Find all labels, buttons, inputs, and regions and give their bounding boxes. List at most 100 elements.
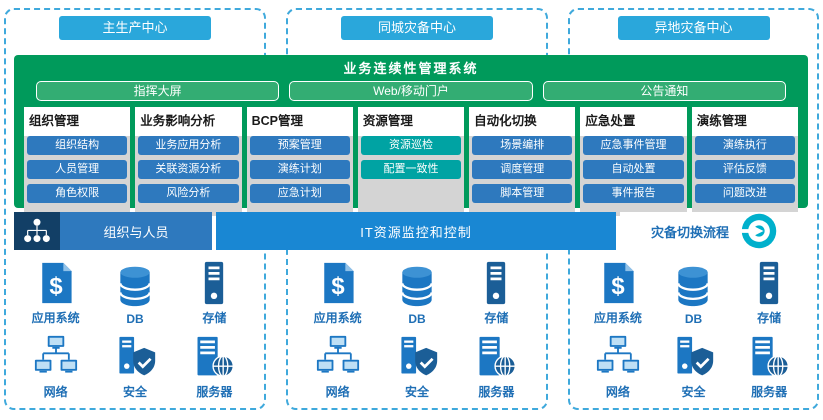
server-icon [474, 334, 518, 380]
module-title: 演练管理 [696, 114, 747, 128]
portal-web-mobile: Web/移动门户 [289, 81, 533, 101]
infra-label: 存储 [484, 310, 509, 325]
module-item: 自动处置 [583, 160, 684, 179]
module-drill-management: 演练管理 演练执行 评估反馈 问题改进 [691, 107, 798, 216]
database-icon [113, 263, 157, 309]
module-item: 调度管理 [472, 160, 573, 179]
org-people-box: 组织与人员 [14, 212, 212, 250]
module-body: 业务应用分析 关联资源分析 风险分析 [135, 136, 242, 216]
infra-label: 应用系统 [593, 310, 642, 325]
dr-switch-flow-label: 灾备切换流程 [650, 224, 729, 240]
app-system-icon [596, 260, 640, 306]
org-hierarchy-icon [23, 217, 51, 245]
module-resource-management: 资源管理 资源巡检 配置一致性 [357, 107, 465, 216]
infra-item-security: 安全 [656, 331, 732, 401]
module-item: 关联资源分析 [138, 160, 239, 179]
security-icon [113, 334, 157, 380]
module-item: 评估反馈 [694, 160, 795, 179]
infra-item-db: DB [95, 256, 174, 326]
infra-item-app-system: 应用系统 [580, 256, 656, 326]
module-item: 演练计划 [249, 160, 350, 179]
module-item: 应急计划 [249, 184, 350, 203]
security-icon [395, 334, 439, 380]
app-system-icon [316, 260, 360, 306]
database-icon [671, 263, 715, 309]
app-system-icon [34, 260, 78, 306]
module-body: 演练执行 评估反馈 问题改进 [691, 136, 798, 216]
production-center-box: 主生产中心 应用系统 DB 存储 网络 安全 [4, 8, 266, 410]
portal-command-screen: 指挥大屏 [36, 81, 280, 101]
module-body: 预案管理 演练计划 应急计划 [246, 136, 353, 216]
infra-label: 应用系统 [313, 310, 362, 325]
infra-item-security: 安全 [377, 331, 456, 401]
infra-grid: 应用系统 DB 存储 网络 安全 服务器 [580, 256, 807, 400]
bcm-system-title: 业务连续性管理系统 [343, 61, 479, 76]
security-icon [671, 334, 715, 380]
dr-switch-target-icon [741, 213, 777, 249]
module-row: 组织管理 组织结构 人员管理 角色权限 业务影响分析 业务应用分析 关联资源分析… [14, 107, 808, 216]
infra-label: 存储 [757, 310, 782, 325]
module-item: 业务应用分析 [138, 136, 239, 155]
module-item: 人员管理 [27, 160, 128, 179]
infra-item-server: 服务器 [457, 331, 536, 401]
module-item: 风险分析 [138, 184, 239, 203]
module-title: 组织管理 [29, 114, 80, 128]
infra-label: 服务器 [478, 385, 515, 399]
infra-label: 网络 [43, 385, 68, 399]
remote-dr-center-label: 异地灾备中心 [617, 16, 770, 40]
infra-item-db: DB [656, 256, 732, 326]
infra-label: 服务器 [196, 385, 233, 399]
bcm-system-panel: 业务连续性管理系统 指挥大屏 Web/移动门户 公告通知 组织管理 组织结构 人… [14, 55, 808, 216]
storage-icon [192, 260, 236, 306]
storage-icon [474, 260, 518, 306]
module-title: 资源管理 [362, 114, 413, 128]
module-business-impact-analysis: 业务影响分析 业务应用分析 关联资源分析 风险分析 [135, 107, 242, 216]
infra-item-security: 安全 [95, 331, 174, 401]
infra-label: 服务器 [751, 385, 788, 399]
server-icon [747, 334, 791, 380]
module-item: 演练执行 [694, 136, 795, 155]
infra-item-server: 服务器 [175, 331, 254, 401]
infra-item-network: 网络 [298, 331, 377, 401]
org-icon-box [14, 212, 60, 250]
infra-item-network: 网络 [16, 331, 95, 401]
network-icon [34, 334, 78, 380]
infra-item-server: 服务器 [731, 331, 807, 401]
storage-icon [747, 260, 791, 306]
server-icon [192, 334, 236, 380]
infra-label: 网络 [605, 385, 630, 399]
org-people-label: 组织与人员 [60, 212, 212, 250]
module-body: 应急事件管理 自动处置 事件报告 [580, 136, 687, 216]
network-icon [316, 334, 360, 380]
module-emergency-response: 应急处置 应急事件管理 自动处置 事件报告 [580, 107, 687, 216]
infra-label: 应用系统 [31, 310, 80, 325]
module-item: 预案管理 [249, 136, 350, 155]
module-title: 业务影响分析 [140, 114, 216, 128]
infra-item-storage: 存储 [175, 256, 254, 326]
infra-item-network: 网络 [580, 331, 656, 401]
infra-item-storage: 存储 [457, 256, 536, 326]
module-title: 应急处置 [585, 114, 636, 128]
module-title: BCP管理 [251, 114, 303, 128]
module-item: 角色权限 [27, 184, 128, 203]
infra-label: DB [126, 311, 144, 326]
module-item: 资源巡检 [360, 136, 462, 155]
infra-item-app-system: 应用系统 [16, 256, 95, 326]
infra-label: DB [684, 311, 703, 326]
module-title: 自动化切换 [474, 114, 537, 128]
module-org-management: 组织管理 组织结构 人员管理 角色权限 [24, 107, 131, 216]
network-icon [596, 334, 640, 380]
infra-label: 安全 [122, 385, 147, 399]
portal-announcement: 公告通知 [542, 81, 786, 101]
portal-row: 指挥大屏 Web/移动门户 公告通知 [14, 81, 808, 101]
infra-item-app-system: 应用系统 [298, 256, 377, 326]
module-body: 资源巡检 配置一致性 [357, 136, 465, 216]
infra-label: 存储 [202, 310, 227, 325]
city-dr-center-label: 同城灾备中心 [341, 16, 493, 40]
infra-grid: 应用系统 DB 存储 网络 安全 服务器 [16, 256, 254, 400]
module-item: 问题改进 [694, 184, 795, 203]
module-item: 应急事件管理 [583, 136, 684, 155]
production-center-label: 主生产中心 [59, 16, 211, 40]
module-body: 组织结构 人员管理 角色权限 [24, 136, 131, 216]
infra-label: 网络 [325, 385, 350, 399]
